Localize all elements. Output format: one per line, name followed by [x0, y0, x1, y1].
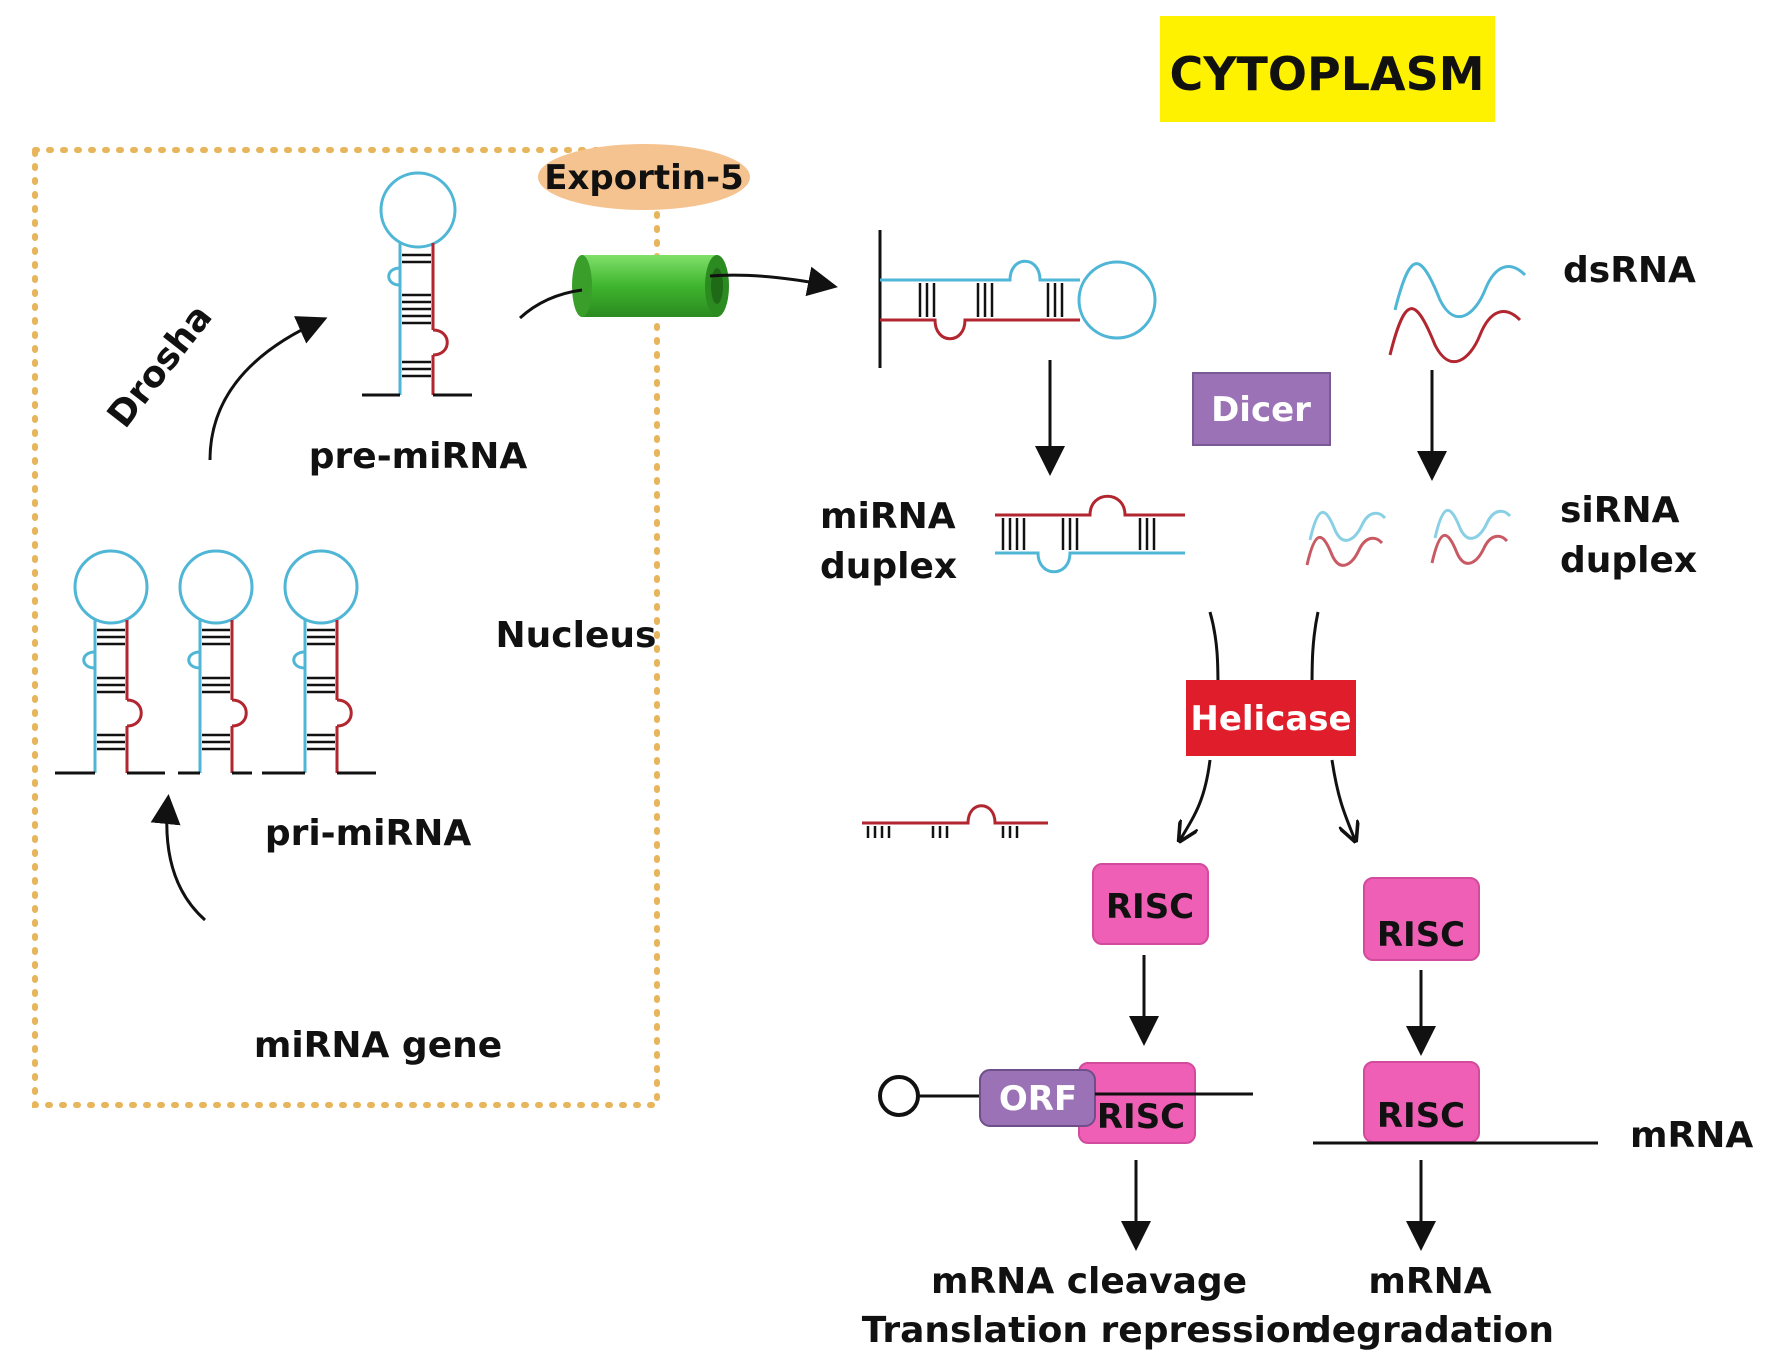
nucleus-label: Nucleus: [496, 615, 657, 656]
transcription-arrow: [150, 794, 206, 922]
orf-box: [979, 1069, 1096, 1127]
outcome-left-line-1: mRNA cleavage: [931, 1261, 1247, 1302]
cytoplasmic-pre-mirna: [878, 230, 1157, 368]
nucleus-boundary: [32, 147, 660, 1108]
drosha-arrow: [208, 316, 328, 461]
mirna-duplex-label-2: duplex: [820, 546, 957, 587]
risc-box-right: [1363, 877, 1480, 961]
dsrna-label: dsRNA: [1563, 250, 1696, 291]
passenger-strand: [862, 804, 1048, 838]
orf-label: ORF: [999, 1079, 1077, 1119]
helicase-label: Helicase: [1190, 699, 1351, 739]
helicase-box: [1186, 680, 1356, 756]
helicase-arrow-left: [1180, 759, 1212, 840]
risc-label-right: RISC: [1377, 915, 1465, 955]
cytoplasm-label: CYTOPLASM: [1169, 47, 1484, 101]
dsrna-strands: [1388, 262, 1527, 364]
risc-bound-label-right: RISC: [1377, 1096, 1465, 1136]
duplex-to-helicase-line-right: [1310, 611, 1320, 691]
sirna-duplex-label-1: siRNA: [1560, 490, 1680, 531]
risc-bound-label-left: RISC: [1097, 1097, 1185, 1137]
export-arrow-in: [518, 288, 583, 320]
exportin-5-label: Exportin-5: [544, 158, 744, 198]
mirna-duplex-label-1: miRNA: [820, 496, 956, 537]
pre-mirna-label: pre-miRNA: [309, 436, 528, 477]
outcome-right-line-2: degradation: [1306, 1310, 1554, 1351]
nuclear-pore-channel: [572, 255, 729, 317]
sirna-duplex-label-2: duplex: [1560, 540, 1697, 581]
outcome-left-line-2: Translation repression: [862, 1310, 1316, 1351]
dicer-box: [1192, 372, 1331, 446]
risc-label-left: RISC: [1106, 887, 1194, 927]
mirna-duplex: [995, 494, 1185, 574]
sirna-duplex: [1305, 508, 1512, 567]
cytoplasm-label-bg: [1160, 16, 1495, 122]
risc-box-left: [1092, 863, 1209, 945]
pre-mirna-hairpin: [362, 171, 472, 397]
mrna-label: mRNA: [1630, 1115, 1753, 1156]
pri-mirna-hairpins: [55, 549, 376, 775]
duplex-to-helicase-line-left: [1208, 611, 1220, 691]
exportin-5-oval: [538, 144, 750, 210]
pri-mirna-label: pri-miRNA: [265, 813, 472, 854]
mirna-gene-label: miRNA gene: [254, 1025, 502, 1066]
dicer-label: Dicer: [1211, 390, 1311, 430]
drosha-label: Drosha: [100, 297, 221, 435]
outcome-right-line-1: mRNA: [1368, 1261, 1491, 1302]
export-arrow-out: [709, 266, 838, 297]
mrna-left: [878, 1075, 980, 1117]
helicase-arrow-right: [1330, 759, 1355, 840]
